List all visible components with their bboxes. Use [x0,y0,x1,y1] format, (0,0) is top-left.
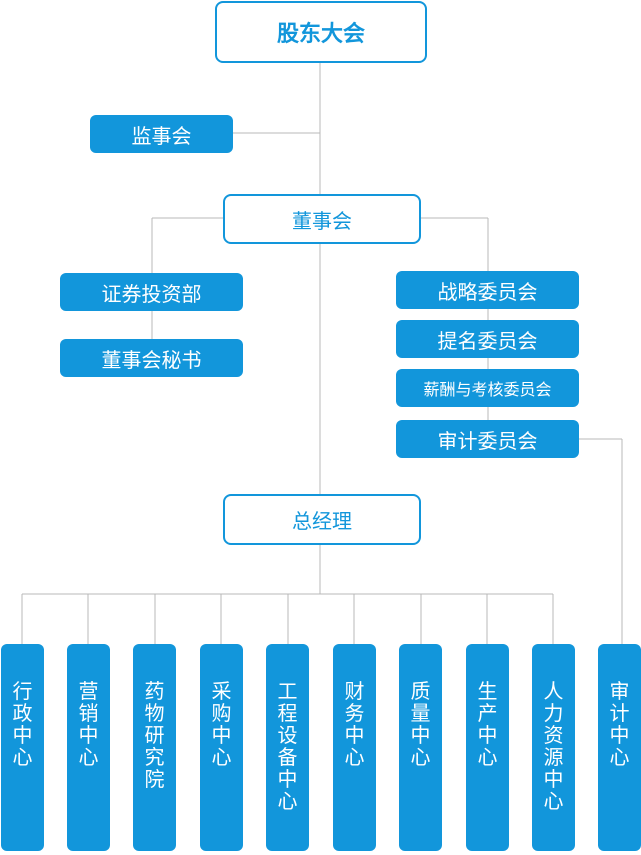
node-label: 监事会 [131,123,192,148]
node-center-marketing: 营销中心 [67,644,110,851]
node-label: 提名委员会 [437,328,538,353]
node-label: 战略委员会 [437,279,538,304]
node-label: 董事会 [292,208,352,233]
node-label: 审计委员会 [437,428,538,453]
node-center-finance: 财务中心 [333,644,376,851]
node-center-quality: 质量中心 [399,644,442,851]
node-center-drug-research: 药物研究院 [133,644,176,851]
node-label: 总经理 [292,509,352,533]
node-center-admin: 行政中心 [1,644,44,851]
node-label: 薪酬与考核委员会 [423,380,552,399]
node-center-hr: 人力资源中心 [532,644,575,851]
node-center-audit: 审计中心 [598,644,641,851]
center-label: 人力资源中心 [543,679,564,813]
node-compensation-committee: 薪酬与考核委员会 [396,369,579,407]
node-center-engineering: 工程设备中心 [266,644,309,851]
node-audit-committee: 审计委员会 [396,420,579,458]
node-strategy-committee: 战略委员会 [396,271,579,309]
center-label: 采购中心 [211,679,232,769]
node-securities-dept: 证券投资部 [60,273,243,311]
center-label: 药物研究院 [144,679,165,791]
center-label: 营销中心 [78,679,99,769]
node-label: 证券投资部 [101,281,202,306]
node-board: 董事会 [223,194,421,244]
node-label: 股东大会 [276,22,365,47]
center-label: 行政中心 [12,679,33,769]
center-label: 审计中心 [609,679,630,769]
node-shareholders: 股东大会 [215,1,427,63]
node-center-production: 生产中心 [466,644,509,851]
node-center-procurement: 采购中心 [200,644,243,851]
center-label: 财务中心 [344,679,365,769]
node-board-secretary: 董事会秘书 [60,339,243,377]
node-label: 董事会秘书 [101,347,202,372]
node-supervisory-board: 监事会 [90,115,233,153]
node-general-manager: 总经理 [223,494,421,545]
center-label: 工程设备中心 [277,679,298,813]
node-nomination-committee: 提名委员会 [396,320,579,358]
center-label: 生产中心 [477,679,498,769]
center-label: 质量中心 [410,679,431,769]
